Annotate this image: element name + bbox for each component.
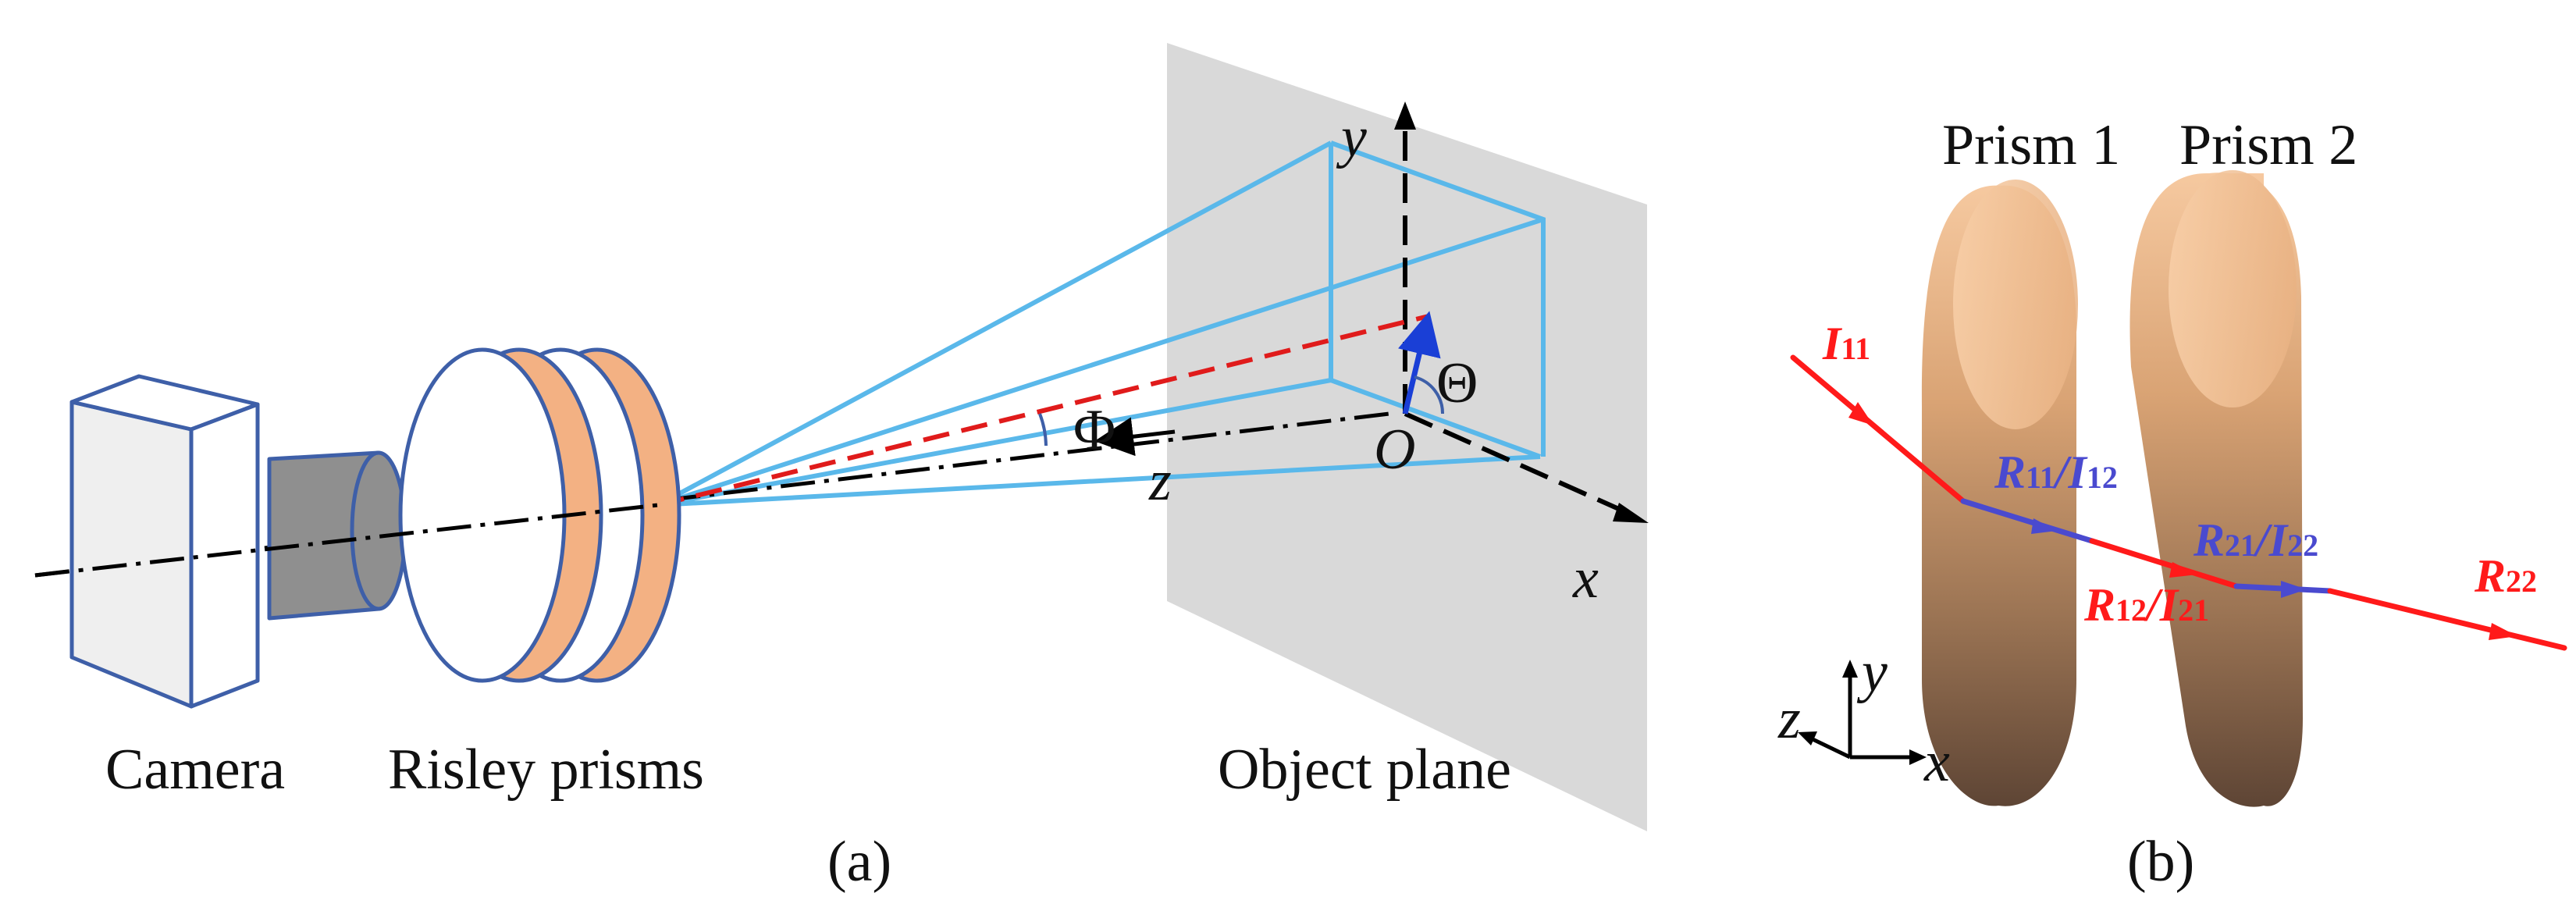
camera-label: Camera [105, 738, 285, 802]
ray-arrow-r22 [2489, 623, 2517, 640]
field-of-view-lines [656, 141, 1546, 507]
phi-arc [1038, 413, 1048, 447]
axis-label-z-b: z [1777, 687, 1801, 751]
camera [69, 374, 407, 709]
prism-1-label: Prism 1 [1942, 113, 2120, 177]
boresight-ray [657, 314, 1429, 507]
panel-a: y x z O Θ Φ Camera Risley prisms Object … [34, 43, 1649, 894]
object-plane-label: Object plane [1218, 738, 1511, 802]
axis-label-y-b: y [1856, 640, 1888, 704]
axis-label-x: x [1572, 546, 1599, 610]
ray-label-r21-i22: R21/I22 [2193, 514, 2318, 566]
axis-label-z: z [1148, 449, 1172, 513]
caption-a: (a) [827, 830, 891, 894]
ray-arrow-r11 [2031, 518, 2057, 534]
ray-path [1790, 354, 2567, 651]
camera-body-side [69, 400, 194, 709]
camera-lens-end [350, 450, 407, 611]
prism-2 [2129, 170, 2303, 807]
prism-2-label: Prism 2 [2179, 113, 2357, 177]
optical-axis-over-prisms [34, 503, 659, 578]
phi-label: Φ [1073, 398, 1115, 462]
ray-label-r22: R22 [2474, 550, 2537, 602]
y-axis-arrowhead [1394, 101, 1416, 130]
panel-b: Prism 1 Prism 2 y x z I11 R11/I12 R12/I2… [1777, 113, 2567, 894]
ray-label-r11-i12: R11/I12 [1994, 447, 2118, 498]
axis-label-x-b: x [1923, 730, 1950, 794]
ray-label-r12-i21: R12/I21 [2083, 579, 2209, 631]
panel-b-axes [1798, 660, 1927, 765]
theta-arc [1414, 375, 1445, 415]
ray-label-i11: I11 [1822, 318, 1870, 369]
object-plane [1167, 43, 1647, 831]
x-axis-arrowhead [1613, 503, 1649, 523]
risley-prisms-label: Risley prisms [388, 738, 704, 802]
risley-prism-front [398, 347, 567, 683]
ray-arrow-r12 [2169, 562, 2197, 578]
optical-axis [34, 411, 1390, 578]
z-axis-arrow [1094, 417, 1176, 457]
origin-label: O [1374, 418, 1415, 482]
pointing-vector [1398, 311, 1441, 415]
ray-arrow-r21 [2281, 581, 2307, 598]
ray-arrow-i11 [1848, 402, 1873, 425]
theta-label: Θ [1436, 351, 1478, 415]
axis-label-y: y [1336, 105, 1367, 169]
risley-prisms [398, 347, 681, 683]
caption-b: (b) [2127, 830, 2194, 894]
prism-1 [1921, 180, 2078, 806]
